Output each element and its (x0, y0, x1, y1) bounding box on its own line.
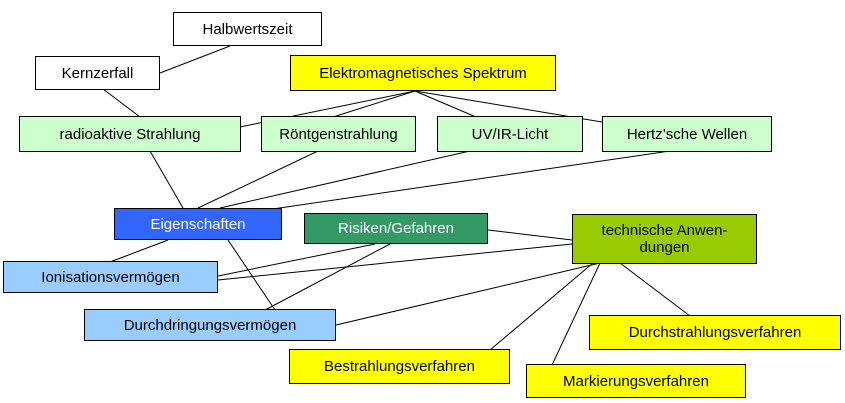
edge-kernzerfall-radioaktive (102, 88, 141, 118)
edge-technische-ionisation (217, 243, 573, 281)
node-durchstrahlungsverfahren: Durchstrahlungsverfahren (589, 315, 841, 350)
edge-risiken-technische (487, 229, 573, 241)
node-durchstrahlungsverfahren-label: Durchstrahlungsverfahren (628, 324, 802, 341)
node-elektromagnetisches-spektrum-label: Elektromagnetisches Spektrum (319, 64, 527, 82)
node-uv-ir-licht: UV/IR-Licht (437, 116, 583, 152)
node-durchdringungsvermoegen: Durchdringungsvermögen (84, 309, 336, 341)
node-roentgenstrahlung: Röntgenstrahlung (261, 116, 416, 152)
node-durchdringungsvermoegen-label: Durchdringungsvermögen (123, 316, 297, 334)
node-risiken-gefahren: Risiken/Gefahren (304, 213, 488, 244)
node-markierungsverfahren: Markierungsverfahren (526, 364, 746, 398)
node-eigenschaften-label: Eigenschaften (150, 215, 246, 233)
node-kernzerfall: Kernzerfall (35, 56, 160, 90)
node-ionisationsvermoegen-label: Ionisationsvermögen (41, 268, 180, 286)
edge-spektrum-roentgen (332, 90, 416, 118)
edge-uvir-eigenschaften (219, 150, 471, 209)
edge-technische-durchdringung (335, 262, 601, 326)
edge-halbwertszeit-kernzerfall (159, 45, 231, 74)
node-hertzsche-wellen-label: Hertz’sche Wellen (626, 125, 748, 143)
node-ionisationsvermoegen: Ionisationsvermögen (3, 261, 218, 293)
edge-risiken-ionisation (217, 243, 376, 277)
node-risiken-gefahren-label: Risiken/Gefahren (338, 220, 454, 237)
edge-radioaktive-eigenschaften (149, 150, 184, 209)
node-roentgenstrahlung-label: Röntgenstrahlung (279, 125, 398, 143)
edge-technische-bestrahlung (489, 262, 594, 351)
node-technische-anwendungen: technische Anwen- dungen (572, 214, 757, 264)
edge-hertz-eigenschaften (251, 150, 671, 213)
node-bestrahlungsverfahren-label: Bestrahlungsverfahren (324, 358, 475, 375)
node-radioaktive-strahlung: radioaktive Strahlung (19, 116, 241, 152)
node-markierungsverfahren-label: Markierungsverfahren (563, 372, 709, 390)
edge-technische-markierung (551, 262, 601, 366)
node-technische-anwendungen-label: technische Anwen- dungen (601, 222, 728, 256)
node-hertzsche-wellen: Hertz’sche Wellen (602, 116, 772, 152)
node-uv-ir-licht-label: UV/IR-Licht (471, 125, 549, 143)
node-kernzerfall-label: Kernzerfall (61, 64, 134, 82)
edge-risiken-durchdringung (264, 243, 391, 311)
node-elektromagnetisches-spektrum: Elektromagnetisches Spektrum (290, 55, 556, 91)
edge-roentgen-eigenschaften (197, 150, 319, 209)
edge-eigenschaften-durchdringung (227, 239, 276, 311)
edge-spektrum-uvir (414, 90, 477, 118)
edge-eigenschaften-ionisation (109, 239, 169, 263)
node-halbwertszeit-label: Halbwertszeit (202, 20, 293, 38)
node-eigenschaften: Eigenschaften (114, 208, 282, 240)
node-bestrahlungsverfahren: Bestrahlungsverfahren (289, 349, 510, 384)
node-radioaktive-strahlung-label: radioaktive Strahlung (59, 125, 201, 143)
node-halbwertszeit: Halbwertszeit (173, 12, 322, 46)
edge-technische-durchstrahlung (619, 262, 691, 317)
